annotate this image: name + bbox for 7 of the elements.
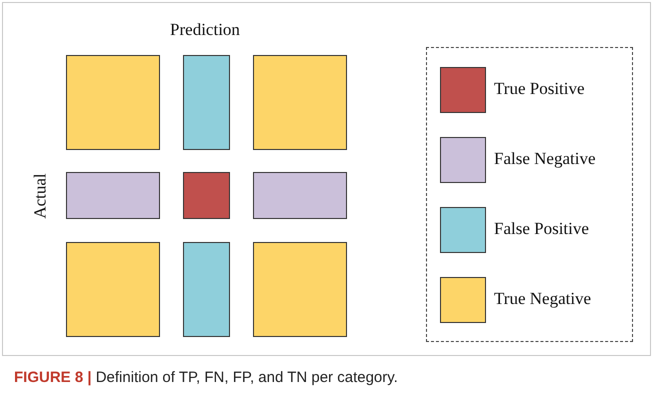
legend-label: False Negative (494, 149, 596, 169)
legend-label: True Positive (494, 79, 585, 99)
legend-label: False Positive (494, 219, 589, 239)
axis-label: Prediction (169, 20, 241, 40)
axis-label: Actual (30, 173, 50, 219)
legend-label: True Negative (494, 289, 592, 309)
figure-caption: FIGURE 8 | Definition of TP, FN, FP, and TN per category. (14, 369, 398, 386)
